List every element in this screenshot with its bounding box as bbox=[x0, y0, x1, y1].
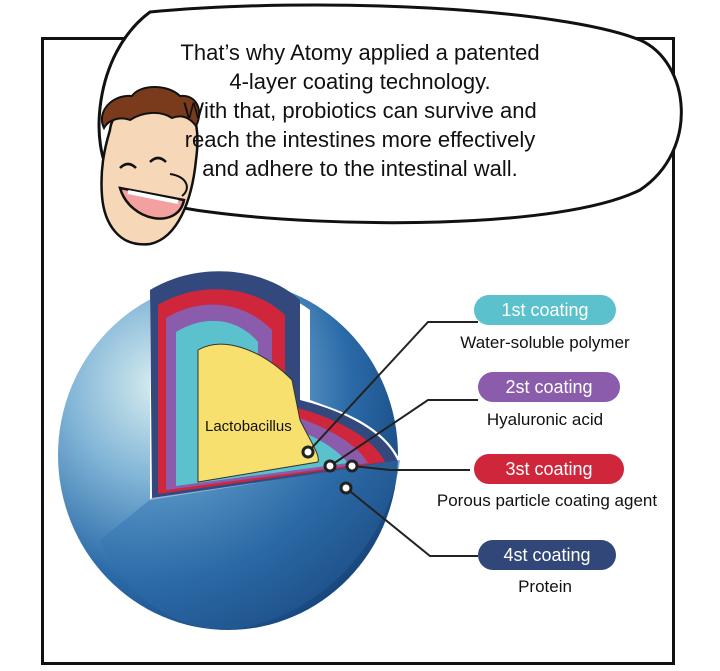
coating-2-pill: 2st coating bbox=[478, 372, 620, 402]
coated-probiotic-sphere bbox=[58, 271, 400, 630]
core-label: Lactobacillus bbox=[205, 418, 292, 435]
speech-line: 4-layer coating technology. bbox=[229, 69, 491, 94]
leader-dots bbox=[301, 445, 359, 495]
coating-3-desc: Porous particle coating agent bbox=[436, 491, 658, 510]
speech-line: That’s why Atomy applied a patented bbox=[180, 40, 540, 65]
speech-line: With that, probiotics can survive and bbox=[183, 98, 537, 123]
leader-lines bbox=[307, 321, 478, 557]
speech-line: reach the intestines more effectively bbox=[184, 127, 536, 152]
coating-4-desc: Protein bbox=[518, 577, 572, 596]
coating-2-desc: Hyaluronic acid bbox=[486, 410, 604, 429]
coating-1-desc: Water-soluble polymer bbox=[460, 333, 630, 352]
coating-3-pill: 3st coating bbox=[474, 454, 624, 484]
cartoon-man-icon bbox=[100, 86, 201, 246]
speech-text: That’s why Atomy applied a patented 4-la… bbox=[150, 38, 570, 183]
speech-line: and adhere to the intestinal wall. bbox=[202, 156, 518, 181]
coating-4-pill: 4st coating bbox=[478, 540, 616, 570]
coating-1-pill: 1st coating bbox=[474, 295, 616, 325]
